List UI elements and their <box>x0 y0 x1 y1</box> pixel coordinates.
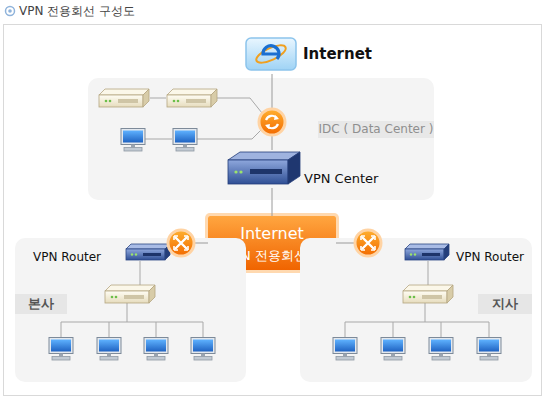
pc-icon <box>49 338 73 361</box>
idc-wires <box>144 98 262 139</box>
router-device <box>405 244 449 260</box>
node-label: IDC ( Data Center ) <box>318 121 434 138</box>
pc-icon <box>173 129 197 152</box>
vpn-center-node: VPN Center <box>226 150 376 188</box>
server-device <box>99 89 149 107</box>
node-label: Internet <box>303 45 372 63</box>
vpn-center-device <box>228 152 300 184</box>
title-bullet <box>6 7 15 16</box>
node-label: VPN Router <box>33 250 101 264</box>
diagram-title: VPN 전용회선 구성도 <box>19 3 135 20</box>
router-node: VPN Router <box>372 240 524 266</box>
node-label: VPN Center <box>304 171 378 186</box>
server-device <box>167 89 217 107</box>
internet-icon <box>246 38 296 70</box>
pc-icon <box>333 338 357 361</box>
node-label: VPN Router <box>456 250 524 264</box>
node-label: 지사 <box>478 294 532 314</box>
network-link <box>336 243 372 244</box>
gateway-circle <box>355 230 381 256</box>
router-device <box>126 244 170 260</box>
network-link <box>272 188 273 216</box>
outer-frame <box>4 25 542 396</box>
pc-icon <box>144 338 168 361</box>
internet-node: Internet <box>244 36 364 74</box>
hq-region: 본사 VPN Router <box>15 238 246 382</box>
pc-icon <box>191 338 215 361</box>
pc-icon <box>429 338 453 361</box>
hub-device <box>105 285 155 303</box>
pc-icon <box>121 129 145 152</box>
pc-icon <box>381 338 405 361</box>
network-link <box>272 74 273 150</box>
pc-icon <box>477 338 501 361</box>
switch-circle <box>259 109 285 135</box>
router-node: VPN Router <box>30 240 174 266</box>
node-label: 본사 <box>15 294 67 314</box>
gateway-circle <box>168 230 194 256</box>
branch-wires <box>345 261 489 338</box>
pc-icon <box>97 338 121 361</box>
hub-device <box>403 285 453 303</box>
branch-region: 지사 VPN Router <box>300 238 532 382</box>
hq-wires <box>61 261 203 338</box>
idc-region: IDC ( Data Center ) VPN Center <box>88 78 434 200</box>
network-link <box>174 243 208 244</box>
